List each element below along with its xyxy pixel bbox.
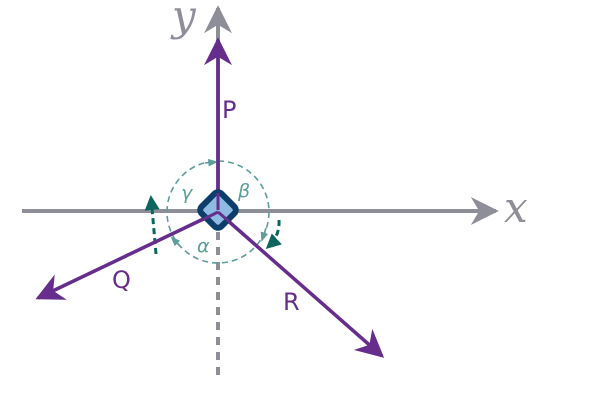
angle-gamma-label: γ <box>181 182 194 204</box>
angle-beta-label: β <box>237 180 250 202</box>
x-axis-label: x <box>504 183 528 232</box>
angle-circle <box>166 160 270 264</box>
force-r-stub <box>217 210 233 226</box>
force-r-label: R <box>283 288 300 316</box>
force-q-label: Q <box>112 266 131 294</box>
angle-beta-arrow <box>260 227 269 242</box>
angle-arrow-left <box>144 195 160 255</box>
y-axis-label: y <box>170 0 197 40</box>
angle-gamma-arrow <box>204 158 218 167</box>
force-q-vector <box>35 210 219 300</box>
angle-alpha-arrow <box>170 236 181 247</box>
force-q-stub <box>199 210 219 223</box>
angle-arrow-right <box>265 219 282 250</box>
angle-alpha-label: α <box>197 235 210 257</box>
force-p-label: P <box>222 96 236 124</box>
force-r-vector <box>216 210 385 358</box>
